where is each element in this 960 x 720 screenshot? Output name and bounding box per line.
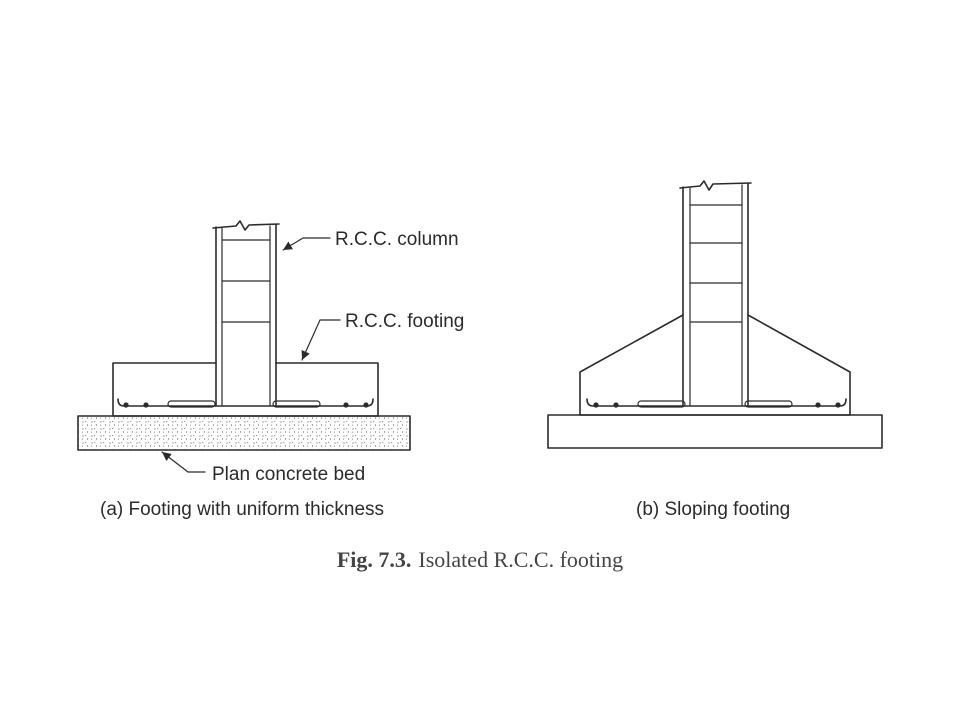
reinforcement-b-main-bar (586, 398, 847, 407)
reinforcement-b-bar-section (835, 402, 841, 408)
reinforcement-a-bar-section (143, 402, 149, 408)
label-rcc-column: R.C.C. column (335, 229, 459, 250)
reinforcement-b-bar-section (593, 402, 599, 408)
reinforcement-a (117, 398, 374, 408)
reinforcement-b-bent-bar (637, 400, 686, 408)
column-a (212, 220, 280, 406)
reinforcement-a-bent-bar (272, 400, 321, 408)
column-a-break-line (212, 220, 280, 231)
reinforcement-a-bent-bar (167, 400, 216, 408)
figure-caption-label: Fig. 7.3. (337, 547, 412, 572)
column-b (679, 180, 752, 406)
diagram-b-sloping-footing: (b) Sloping footing (547, 180, 883, 520)
leader-bed (161, 451, 206, 473)
figure-caption-text: Isolated R.C.C. footing (418, 547, 623, 572)
reinforcement-a-bar-section (343, 402, 349, 408)
caption-a: (a) Footing with uniform thickness (100, 499, 384, 520)
label-rcc-footing: R.C.C. footing (345, 311, 464, 332)
label-plan-concrete-bed: Plan concrete bed (212, 464, 365, 485)
diagram-a-uniform-footing: R.C.C. column R.C.C. footing Plan concre… (77, 220, 464, 520)
footing-a-outline (112, 362, 379, 417)
reinforcement-b-bar-section (613, 402, 619, 408)
reinforcement-b-bar-section (815, 402, 821, 408)
leader-footing (301, 319, 341, 361)
concrete-bed-b (547, 414, 883, 449)
figure-caption: Fig. 7.3.Isolated R.C.C. footing (337, 547, 623, 572)
reinforcement-a-main-bar (117, 398, 374, 407)
concrete-bed-a (77, 415, 411, 451)
footing-b-outline (579, 314, 851, 416)
reinforcement-a-bar-section (363, 402, 369, 408)
reinforcement-b (586, 398, 847, 408)
column-b-break-line (679, 180, 752, 191)
leader-column (282, 237, 331, 251)
reinforcement-b-bent-bar (744, 400, 793, 408)
reinforcement-a-bar-section (123, 402, 129, 408)
caption-b: (b) Sloping footing (636, 499, 790, 520)
